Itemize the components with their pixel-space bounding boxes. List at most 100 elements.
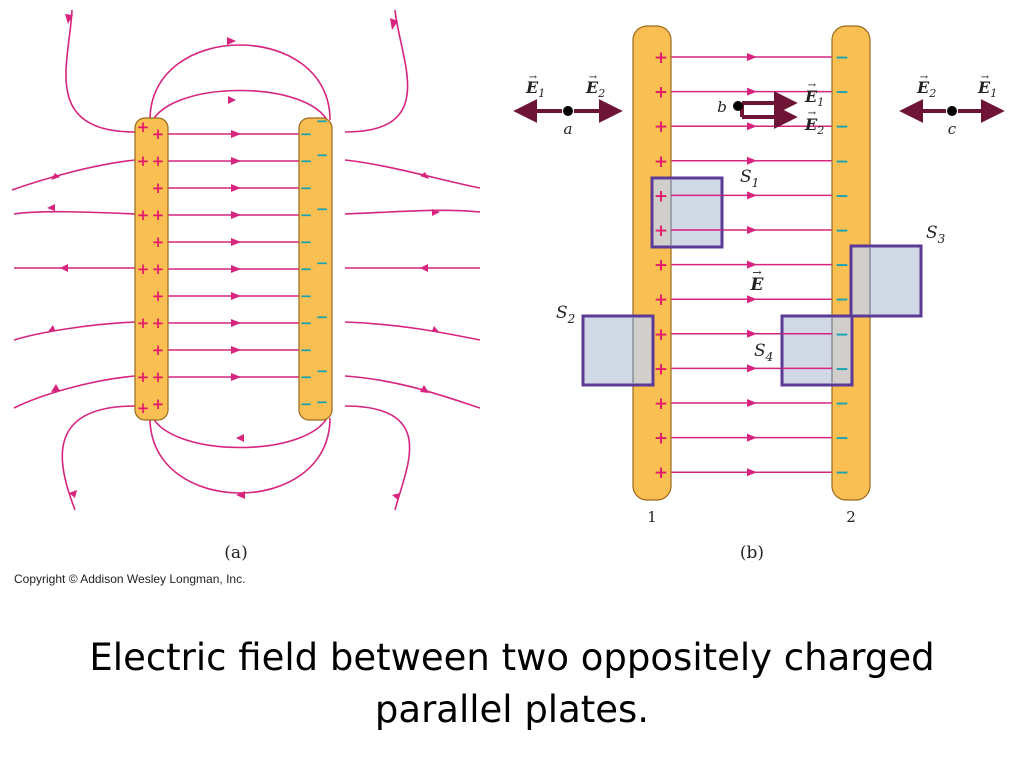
minus-sign-a-extra: − (316, 146, 329, 164)
minus-sign-a: − (300, 395, 313, 413)
plus-sign-b: + (654, 83, 668, 103)
field-line-b-1-head (747, 87, 757, 96)
field-line-a-4-head (231, 238, 241, 246)
copyright-notice: Copyright © Addison Wesley Longman, Inc. (14, 572, 246, 586)
plus-sign-b: + (654, 117, 668, 137)
plus-sign-a-extra: + (137, 260, 150, 278)
vec-c-e2-label: E2 (916, 78, 936, 100)
plus-sign-b: + (654, 256, 668, 276)
vec-c-e1-arrow-mark: → (981, 72, 990, 83)
minus-sign-a: − (300, 314, 313, 332)
plus-sign-a-extra: + (137, 314, 150, 332)
plus-sign-b: + (654, 463, 668, 483)
vec-e2-arrow-mark: → (589, 72, 598, 83)
positive-plate (134, 117, 169, 421)
point-b-group: b → E1 → E2 (717, 80, 824, 137)
minus-sign-a-extra: − (316, 200, 329, 218)
plus-sign-a: + (152, 206, 165, 224)
minus-sign-a: − (300, 260, 313, 278)
plus-sign-a-extra: + (137, 206, 150, 224)
plus-sign-a: + (152, 341, 165, 359)
fringe-field-lines (11, 9, 481, 511)
field-line-b-5-head (747, 226, 757, 234)
plus-sign-a: + (152, 368, 165, 386)
field-line-b-3-head (747, 156, 757, 165)
field-line-a-1-head (231, 157, 241, 165)
surface-s1 (650, 176, 724, 249)
vec-e1-label: E1 (525, 78, 545, 100)
field-line-b-11-head (747, 433, 757, 442)
uniform-field-lines (168, 130, 299, 381)
field-line-b-8-head (747, 329, 757, 338)
field-line-a-8-head (231, 346, 241, 354)
field-line-b-6-head (747, 260, 757, 269)
plus-sign-a: + (152, 260, 165, 278)
minus-sign-b: − (835, 256, 849, 276)
minus-sign-a-extra: − (316, 362, 329, 380)
point-b-label: b (717, 98, 727, 116)
plus-sign-b: + (654, 48, 668, 68)
label-s4: S4 (754, 341, 773, 364)
surface-s3 (849, 244, 923, 318)
minus-sign-b: − (835, 325, 849, 345)
plus-sign-a-extra: + (137, 368, 150, 386)
vec-b-e1-arrow-mark: → (808, 80, 817, 91)
field-line-b-12-head (747, 468, 757, 477)
panel-b-label: (b) (740, 543, 764, 563)
vec-b-e2-arrow-mark: → (808, 108, 817, 119)
point-b-dot (733, 101, 743, 111)
plus-sign-a: + (152, 125, 165, 143)
plus-sign-a-extra: + (137, 399, 150, 417)
point-c-dot (947, 106, 957, 116)
field-e-label: E (750, 275, 765, 295)
point-a-label: a (564, 120, 573, 138)
minus-sign-a-extra: − (316, 112, 329, 130)
field-line-b-4-head (747, 191, 757, 200)
minus-sign-b: − (835, 429, 849, 449)
plus-sign-a: + (152, 395, 165, 413)
plus-sign-b: + (654, 152, 668, 172)
minus-sign-b: − (835, 117, 849, 137)
minus-sign-b: − (835, 290, 849, 310)
plus-sign-b: + (654, 186, 668, 206)
plus-sign-b: + (654, 325, 668, 345)
label-s1: S1 (740, 167, 759, 190)
plus-sign-a: + (152, 179, 165, 197)
panel-a-label: (a) (224, 543, 247, 563)
minus-sign-a: − (300, 206, 313, 224)
vec-c-e1-label: E1 (977, 78, 997, 100)
panel-b-diagram: +++++++++++++ −−−−−−−−−−−−− S1 S2 S3 S4 … (513, 25, 1005, 563)
plus-sign-a-extra: + (137, 118, 150, 136)
field-line-a-6-head (231, 292, 241, 300)
plate-2-label: 2 (846, 508, 856, 526)
plus-sign-a: + (152, 233, 165, 251)
negative-plate (298, 117, 333, 421)
field-line-a-9-head (231, 373, 241, 381)
field-line-a-0-head (231, 130, 241, 138)
minus-sign-b: − (835, 394, 849, 414)
vec-b-e1-label: E1 (804, 87, 824, 109)
plate-1-label: 1 (647, 508, 657, 526)
minus-sign-a: − (300, 152, 313, 170)
field-line-b-2-head (747, 122, 757, 131)
point-a-dot (563, 106, 573, 116)
positive-charges: ++++++++++++++++++ (137, 118, 165, 417)
field-line-a-5-head (231, 265, 241, 273)
vec-e1-arrow-mark: → (529, 72, 538, 83)
minus-sign-b: − (835, 152, 849, 172)
surface-labels: S1 S2 S3 S4 (556, 167, 946, 364)
plus-sign-b: + (654, 394, 668, 414)
point-c-label: c (948, 120, 957, 138)
plate-1-positive-charges: +++++++++++++ (654, 48, 668, 483)
minus-sign-a: − (300, 233, 313, 251)
minus-sign-a: − (300, 125, 313, 143)
parallel-plates-figure: ++++++++++++++++++ −−−−−−−−−−−−−−−−−− (a… (11, 9, 1005, 563)
plate-2-negative-charges: −−−−−−−−−−−−− (835, 48, 849, 483)
label-s3: S3 (926, 223, 946, 246)
minus-sign-a-extra: − (316, 393, 329, 411)
field-lines-in-surfaces (671, 194, 832, 370)
minus-sign-b: − (835, 186, 849, 206)
minus-sign-a: − (300, 341, 313, 359)
surface-s2 (581, 314, 655, 387)
point-a-group: a → E1 → E2 (513, 72, 623, 138)
